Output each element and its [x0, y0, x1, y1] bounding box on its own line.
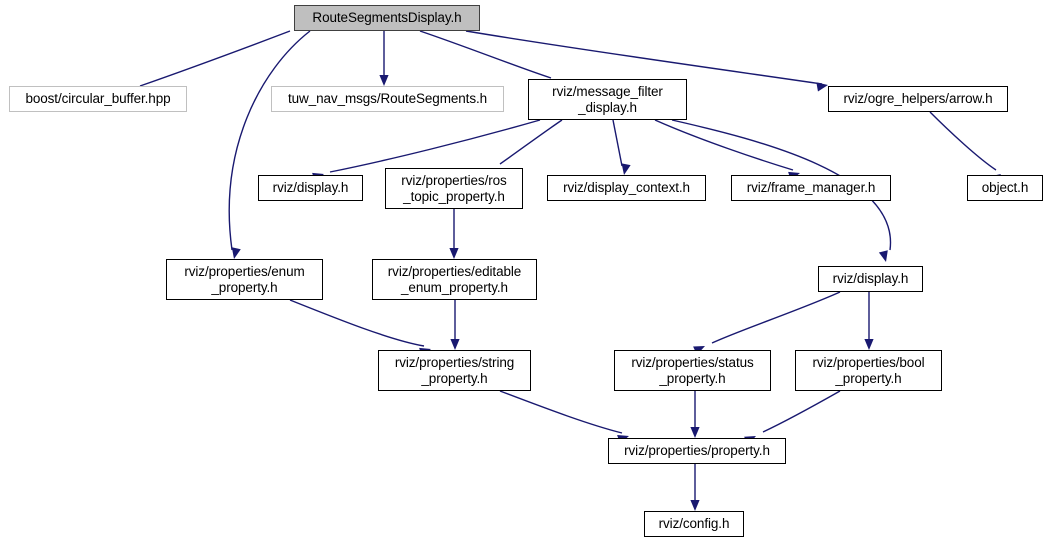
- arrowhead-ros_topic_prop-to-edit_enum_prop: [449, 248, 459, 259]
- edge-display_2-to-status_prop: [711, 291, 841, 344]
- node-enum_prop[interactable]: rviz/properties/enum _property.h: [166, 259, 323, 300]
- node-boost_cb[interactable]: boost/circular_buffer.hpp: [9, 86, 187, 112]
- edge-enum_prop-to-string_prop: [289, 299, 425, 347]
- edge-mf_display-to-frame_manager: [654, 119, 794, 171]
- edge-root-to-ogre_arrow: [465, 30, 823, 85]
- node-display_context[interactable]: rviz/display_context.h: [547, 175, 706, 201]
- edge-mf_display-to-display_context: [612, 119, 623, 167]
- edge-mf_display-to-ros_topic_prop: [499, 119, 563, 165]
- edge-root-to-mf_display: [419, 30, 552, 79]
- node-property[interactable]: rviz/properties/property.h: [608, 438, 786, 464]
- edge-bool_prop-to-property: [762, 390, 841, 433]
- node-object[interactable]: object.h: [967, 175, 1043, 201]
- node-ros_topic_prop[interactable]: rviz/properties/ros _topic_property.h: [385, 168, 523, 209]
- node-root[interactable]: RouteSegmentsDisplay.h: [294, 5, 480, 31]
- node-edit_enum_prop[interactable]: rviz/properties/editable _enum_property.…: [372, 259, 537, 300]
- arrowhead-mf_display-to-display_2: [878, 250, 888, 262]
- edge-root-to-enum_prop: [228, 30, 311, 251]
- edge-string_prop-to-property: [499, 390, 623, 434]
- node-bool_prop[interactable]: rviz/properties/bool _property.h: [795, 350, 942, 391]
- edge-mf_display-to-display_1: [329, 119, 541, 173]
- node-status_prop[interactable]: rviz/properties/status _property.h: [614, 350, 771, 391]
- node-display_2[interactable]: rviz/display.h: [818, 266, 923, 292]
- node-display_1[interactable]: rviz/display.h: [258, 175, 363, 201]
- node-mf_display[interactable]: rviz/message_filter _display.h: [528, 79, 687, 120]
- node-config[interactable]: rviz/config.h: [644, 511, 744, 537]
- node-frame_manager[interactable]: rviz/frame_manager.h: [731, 175, 891, 201]
- node-string_prop[interactable]: rviz/properties/string _property.h: [378, 350, 531, 391]
- arrowhead-display_2-to-bool_prop: [864, 339, 874, 350]
- node-tuw_routesegments[interactable]: tuw_nav_msgs/RouteSegments.h: [271, 86, 504, 112]
- arrowhead-edit_enum_prop-to-string_prop: [450, 339, 460, 350]
- arrowhead-mf_display-to-display_context: [621, 163, 631, 175]
- arrowhead-status_prop-to-property: [690, 427, 700, 438]
- edge-root-to-boost_cb: [139, 30, 291, 87]
- node-ogre_arrow[interactable]: rviz/ogre_helpers/arrow.h: [828, 86, 1008, 112]
- arrowhead-root-to-tuw_routesegments: [379, 75, 389, 86]
- arrowhead-property-to-config: [690, 500, 700, 511]
- arrowhead-root-to-ogre_arrow: [816, 82, 828, 92]
- edge-ogre_arrow-to-object: [929, 111, 997, 171]
